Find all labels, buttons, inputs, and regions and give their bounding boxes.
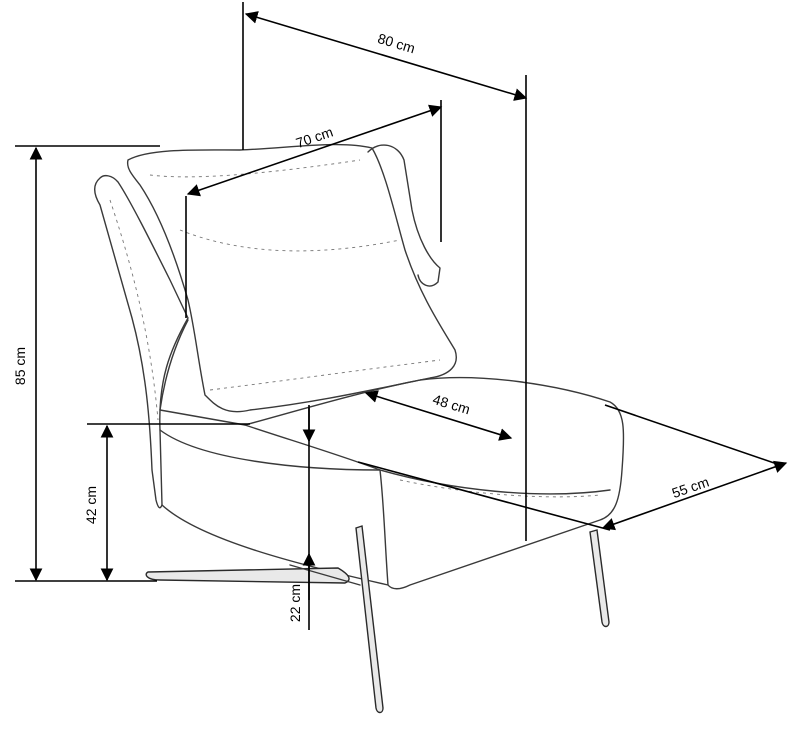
dimension-lines xyxy=(15,2,788,630)
rear-base-bar xyxy=(145,567,350,584)
backrest-shell xyxy=(159,319,246,426)
front-left-leg xyxy=(355,525,384,714)
chair-sketch xyxy=(94,143,625,714)
dim-line-80 xyxy=(244,11,528,101)
right-side-fin xyxy=(367,144,441,287)
label-overall-width: 80 cm xyxy=(376,30,417,56)
label-seat-height: 42 cm xyxy=(83,486,99,524)
label-backrest-width: 70 cm xyxy=(294,124,335,152)
front-right-leg xyxy=(589,529,610,628)
left-side-panel xyxy=(94,174,189,509)
dim-line-48 xyxy=(364,390,513,441)
dim-line-70 xyxy=(186,104,443,197)
label-overall-height: 85 cm xyxy=(12,347,28,385)
label-seat-depth: 48 cm xyxy=(431,391,472,417)
label-leg-height: 22 cm xyxy=(287,584,303,622)
back-cushion xyxy=(126,143,457,413)
dim-line-55 xyxy=(601,460,788,531)
